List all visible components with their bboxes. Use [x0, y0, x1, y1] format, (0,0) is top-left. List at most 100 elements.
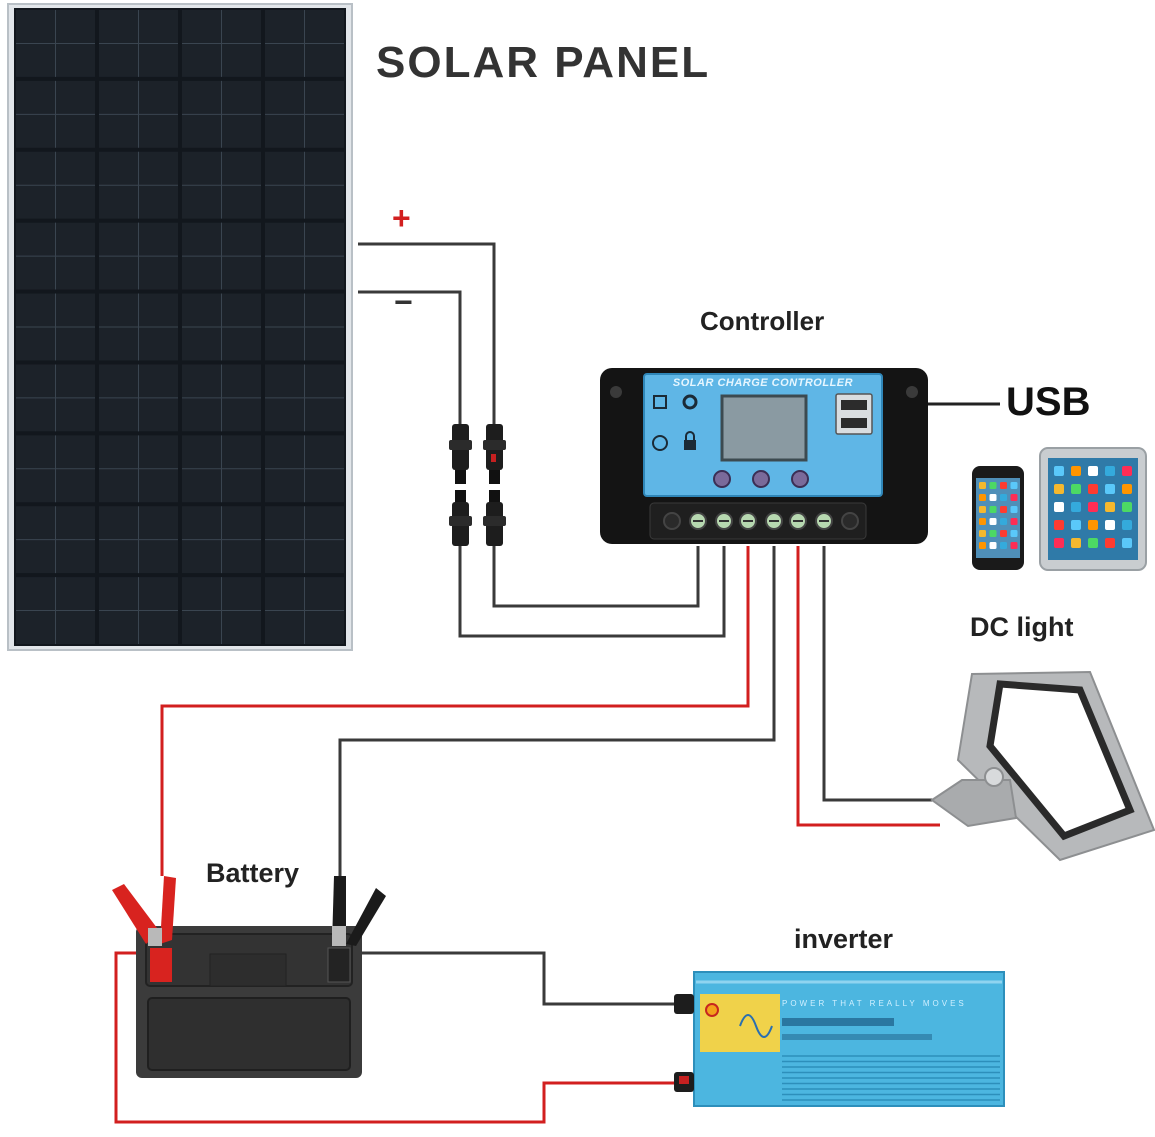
solar-cell [265, 10, 344, 77]
app-tile [1088, 484, 1098, 494]
solar-cell [265, 435, 344, 503]
wire-light-positive [796, 546, 940, 827]
wire-inverter-negative [356, 951, 676, 1006]
wire-panel-negative [358, 290, 462, 424]
app-tile [989, 482, 997, 489]
terminal-screw [715, 512, 733, 530]
solar-cell [265, 80, 344, 148]
solar-cell [99, 222, 178, 290]
app-tile [1000, 494, 1007, 501]
gear-icon [682, 394, 698, 410]
app-tile [1105, 466, 1115, 476]
clock-icon [652, 435, 668, 451]
battery-negative-terminal [327, 947, 351, 983]
app-tile [979, 494, 986, 501]
app-tile [1122, 484, 1132, 494]
app-tile [1105, 520, 1115, 530]
solar-cell [99, 151, 178, 219]
solar-cell [182, 364, 261, 432]
app-tile [1105, 484, 1115, 494]
lock-icon [684, 440, 696, 450]
solar-cell [265, 506, 344, 574]
solar-cell [99, 293, 178, 361]
app-tile [1000, 530, 1007, 537]
solar-cell [99, 10, 178, 77]
solar-cell [265, 222, 344, 290]
floodlight-bracket [930, 779, 1018, 828]
mc4-connector-negative-bottom [449, 490, 472, 546]
solar-cell [99, 435, 178, 503]
app-tile [989, 542, 997, 549]
solar-cell [16, 435, 95, 503]
mc4-connectors [449, 424, 506, 546]
mc4-connector-positive-bottom [483, 490, 506, 546]
solar-cell [99, 577, 178, 644]
inverter-icon [674, 971, 1005, 1107]
app-tile [1122, 502, 1132, 512]
app-tile [1054, 520, 1064, 530]
app-tile [1071, 484, 1081, 494]
mount-hole-right [906, 386, 918, 398]
inverter-caption: POWER THAT REALLY MOVES [782, 999, 967, 1008]
app-tile [1105, 502, 1115, 512]
solar-cell [99, 364, 178, 432]
app-tile [979, 530, 986, 537]
inverter-label: inverter [794, 924, 894, 954]
usb-label: USB [1006, 380, 1091, 424]
tablet-icon [1039, 447, 1147, 571]
dc-light-label: DC light [970, 612, 1074, 642]
app-tile [1010, 518, 1018, 525]
solar-cell [16, 577, 95, 644]
charge-controller-icon [600, 368, 928, 544]
app-tile [1010, 494, 1018, 501]
solar-cell [182, 435, 261, 503]
app-tile [989, 506, 997, 513]
solar-cell [265, 577, 344, 644]
wire-battery-positive [160, 546, 750, 876]
inverter-negative-terminal [674, 994, 694, 1014]
controller-label: Controller [700, 306, 825, 336]
app-tile [1010, 482, 1018, 489]
red-clip [112, 876, 176, 946]
battery-positive-terminal [150, 948, 172, 982]
app-tile [989, 518, 997, 525]
app-tile [979, 542, 986, 549]
terminal-screw [689, 512, 707, 530]
app-tile [1054, 538, 1064, 548]
solar-cell [265, 293, 344, 361]
app-tile [1122, 520, 1132, 530]
wire-inverter-positive [114, 951, 676, 1124]
solar-cell [182, 151, 261, 219]
app-tile [1071, 466, 1081, 476]
battery-label: Battery [206, 858, 300, 888]
wire-pv-to-controller-a [492, 546, 700, 608]
solar-cell [16, 80, 95, 148]
terminal-screw [663, 512, 681, 530]
solar-cell [182, 506, 261, 574]
wires [114, 242, 1000, 1124]
wire-panel-positive [358, 242, 496, 424]
usb-port-icon [835, 393, 873, 435]
app-tile [1000, 482, 1007, 489]
negative-symbol: − [394, 284, 413, 320]
black-clip [332, 876, 386, 946]
app-tile [1071, 538, 1081, 548]
terminal-screws [663, 512, 859, 530]
solar-panel-icon [7, 3, 353, 651]
terminal-screw [789, 512, 807, 530]
app-tile [1122, 538, 1132, 548]
app-tile [989, 530, 997, 537]
floodlight-glass [986, 680, 1135, 841]
wire-battery-negative [338, 546, 776, 876]
solar-cell [182, 293, 261, 361]
solar-cell [182, 222, 261, 290]
terminal-screw [815, 512, 833, 530]
solar-cell [16, 364, 95, 432]
floodlight-icon [930, 670, 1155, 862]
solar-cell [16, 222, 95, 290]
app-tile [989, 494, 997, 501]
phone-app-icons [979, 482, 1018, 549]
battery-icon [136, 926, 362, 1078]
app-tile [1010, 530, 1018, 537]
